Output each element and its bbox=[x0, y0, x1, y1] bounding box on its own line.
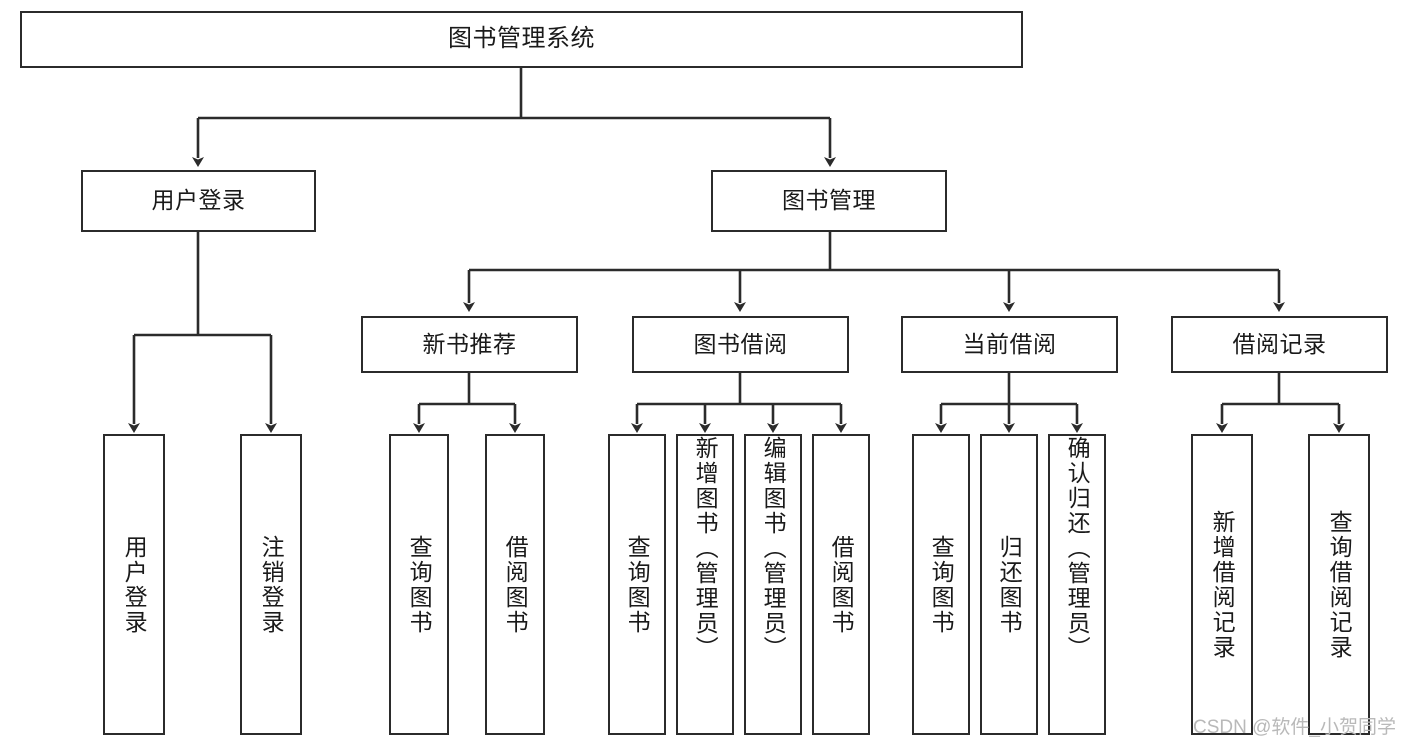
leaf-user-login-logout[interactable]: 注销登录 bbox=[240, 434, 302, 735]
node-label: 用户登录 bbox=[151, 187, 246, 214]
node-new-book-recommendation[interactable]: 新书推荐 bbox=[361, 316, 578, 373]
node-current-borrowing[interactable]: 当前借阅 bbox=[901, 316, 1118, 373]
node-label: 查询借阅记录 bbox=[1326, 509, 1353, 660]
leaf-borrow-record-query-record[interactable]: 查询借阅记录 bbox=[1308, 434, 1370, 735]
node-label: 查询图书 bbox=[928, 534, 955, 635]
leaf-book-borrow-add-book-admin[interactable]: 新增图书（管理员） bbox=[676, 434, 734, 735]
node-user-login[interactable]: 用户登录 bbox=[81, 170, 316, 232]
node-label: 归还图书 bbox=[996, 534, 1023, 635]
node-label: 编辑图书（管理员） bbox=[760, 436, 787, 661]
node-label: 查询图书 bbox=[624, 534, 651, 635]
node-label: 新增图书（管理员） bbox=[692, 436, 719, 661]
leaf-current-borrow-query-books[interactable]: 查询图书 bbox=[912, 434, 970, 735]
leaf-user-login-login[interactable]: 用户登录 bbox=[103, 434, 165, 735]
leaf-borrow-record-add-record[interactable]: 新增借阅记录 bbox=[1191, 434, 1253, 735]
node-label: 借阅图书 bbox=[828, 534, 855, 635]
leaf-book-borrow-edit-book-admin[interactable]: 编辑图书（管理员） bbox=[744, 434, 802, 735]
node-label: 确认归还（管理员） bbox=[1064, 436, 1091, 661]
node-borrowing-records[interactable]: 借阅记录 bbox=[1171, 316, 1388, 373]
node-root-book-management-system[interactable]: 图书管理系统 bbox=[20, 11, 1023, 68]
node-label: 注销登录 bbox=[258, 534, 285, 635]
node-book-management[interactable]: 图书管理 bbox=[711, 170, 947, 232]
node-label: 新增借阅记录 bbox=[1209, 509, 1236, 660]
leaf-new-book-borrow-books[interactable]: 借阅图书 bbox=[485, 434, 545, 735]
leaf-current-borrow-confirm-return-admin[interactable]: 确认归还（管理员） bbox=[1048, 434, 1106, 735]
leaf-book-borrow-query-books[interactable]: 查询图书 bbox=[608, 434, 666, 735]
node-label: 借阅图书 bbox=[502, 534, 529, 635]
node-label: 新书推荐 bbox=[422, 330, 517, 357]
node-label: 当前借阅 bbox=[962, 330, 1057, 357]
node-label: 图书管理 bbox=[782, 187, 876, 214]
node-book-borrowing[interactable]: 图书借阅 bbox=[632, 316, 849, 373]
leaf-new-book-query-books[interactable]: 查询图书 bbox=[389, 434, 449, 735]
leaf-current-borrow-return-books[interactable]: 归还图书 bbox=[980, 434, 1038, 735]
node-label: 用户登录 bbox=[121, 534, 148, 635]
node-label: 查询图书 bbox=[406, 534, 433, 635]
node-label: 借阅记录 bbox=[1232, 330, 1327, 357]
leaf-book-borrow-borrow-books[interactable]: 借阅图书 bbox=[812, 434, 870, 735]
node-label: 图书管理系统 bbox=[448, 25, 595, 53]
node-label: 图书借阅 bbox=[693, 330, 788, 357]
csdn-watermark: CSDN @软件_小贺同学 bbox=[1193, 717, 1396, 738]
